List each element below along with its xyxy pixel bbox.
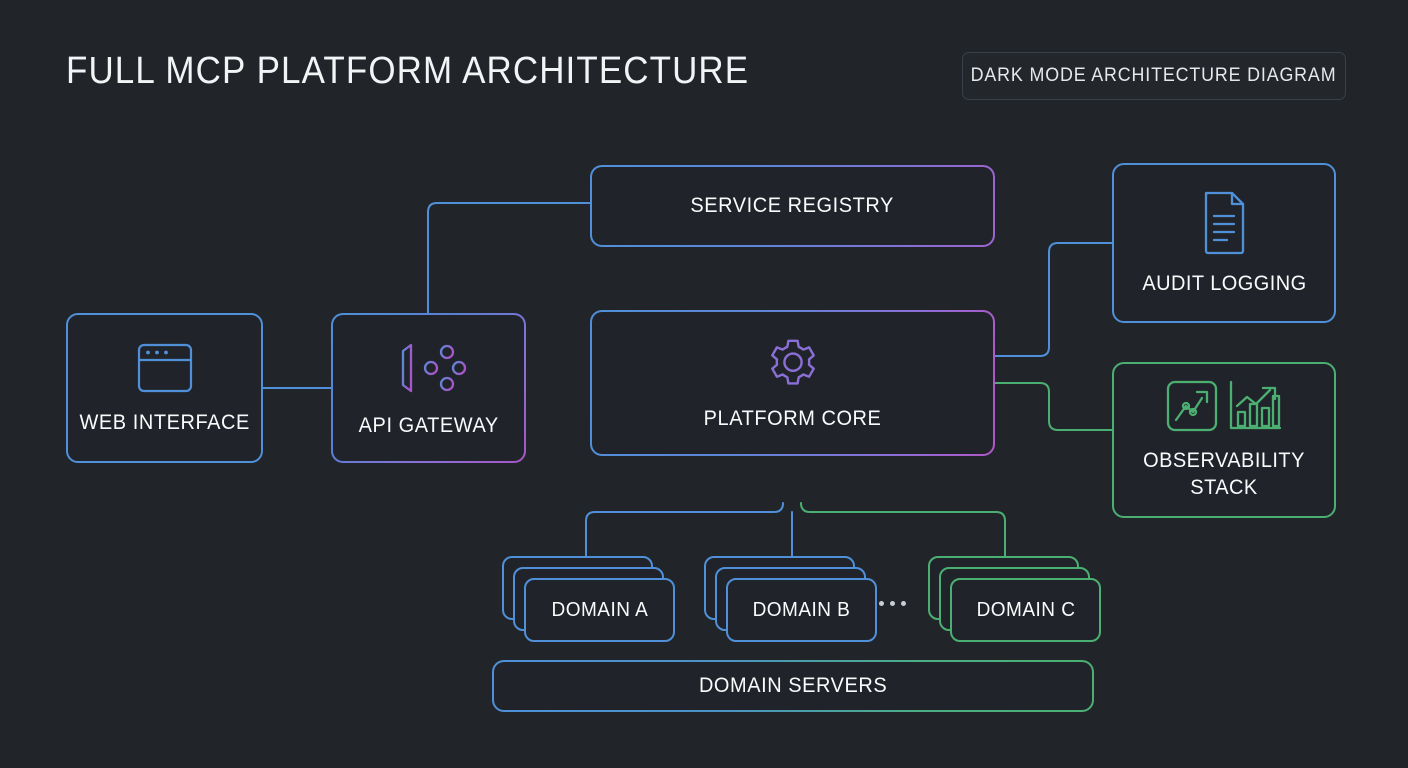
stack-sheet-front[interactable]: DOMAIN C — [950, 578, 1101, 642]
bar-chart-icon — [1229, 380, 1282, 430]
node-observability-stack[interactable]: OBSERVABILITY STACK — [1112, 362, 1336, 518]
line-chart-icon — [1166, 380, 1218, 432]
domain-label: DOMAIN C — [976, 598, 1075, 621]
domain-label: DOMAIN B — [752, 598, 851, 621]
edge-bus-to-domain-c — [800, 502, 1006, 557]
stack-sheet-front[interactable]: DOMAIN B — [726, 578, 877, 642]
node-label: PLATFORM CORE — [703, 406, 882, 430]
node-label: SERVICE REGISTRY — [690, 193, 895, 217]
observability-icons — [1165, 378, 1283, 434]
node-label: API GATEWAY — [358, 413, 499, 437]
ellipsis-indicator — [879, 601, 906, 606]
node-platform-core[interactable]: PLATFORM CORE — [590, 310, 995, 456]
node-label: DOMAIN SERVERS — [698, 673, 888, 697]
edge-gateway-to-registry — [427, 202, 591, 314]
node-api-gateway[interactable]: API GATEWAY — [331, 313, 526, 463]
node-label: AUDIT LOGGING — [1141, 271, 1307, 295]
node-service-registry[interactable]: SERVICE REGISTRY — [590, 165, 995, 247]
gear-icon — [764, 334, 822, 392]
edge-core-to-observability — [994, 382, 1113, 431]
document-lines-icon — [1196, 189, 1252, 257]
node-audit-logging[interactable]: AUDIT LOGGING — [1112, 163, 1336, 323]
browser-window-icon — [134, 340, 196, 396]
mode-badge: DARK MODE ARCHITECTURE DIAGRAM — [962, 52, 1346, 100]
node-label: OBSERVABILITY STACK — [1143, 449, 1305, 499]
gateway-network-icon — [391, 337, 467, 399]
edge-bus-to-domain-a — [585, 502, 784, 557]
stack-sheet-front[interactable]: DOMAIN A — [524, 578, 675, 642]
node-domain-servers[interactable]: DOMAIN SERVERS — [492, 660, 1094, 712]
node-label: WEB INTERFACE — [79, 410, 250, 434]
node-web-interface[interactable]: WEB INTERFACE — [66, 313, 263, 463]
mode-badge-label: DARK MODE ARCHITECTURE DIAGRAM — [971, 65, 1337, 86]
edge-core-to-audit — [994, 242, 1113, 357]
domain-label: DOMAIN A — [551, 598, 648, 621]
page-title: FULL MCP PLATFORM ARCHITECTURE — [66, 50, 750, 92]
